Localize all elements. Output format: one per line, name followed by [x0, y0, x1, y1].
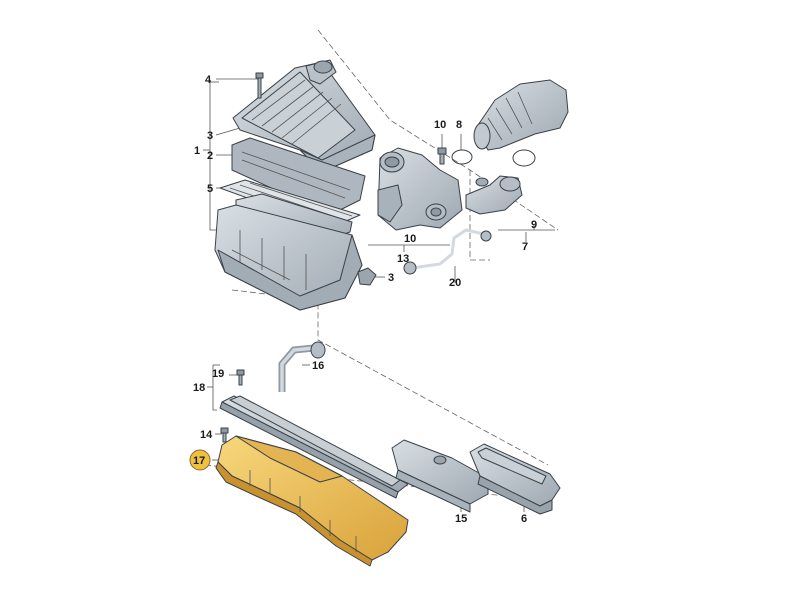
- callout-14: 14: [200, 429, 213, 441]
- callout-13: 13: [397, 253, 409, 265]
- callout-20: 20: [449, 277, 461, 289]
- callout-labels: 4 3 1 2 5 10 8 10 13 3 20 9 7 16 19 18 1…: [189, 74, 537, 525]
- hose-clamp-part-9: [512, 149, 536, 167]
- intake-hose: [473, 79, 569, 151]
- bolt-part-19: [236, 369, 245, 386]
- air-filter-lower-housing: [214, 204, 363, 311]
- hose-clamp-part-8: [451, 149, 473, 165]
- callout-5: 5: [207, 183, 213, 195]
- grommet-part-3: [357, 267, 377, 286]
- callout-10-lower: 10: [404, 233, 416, 245]
- callout-8: 8: [456, 119, 462, 131]
- callout-3-lower: 3: [388, 272, 394, 284]
- callout-1: 1: [194, 145, 200, 157]
- elbow-connector-part-7: [465, 175, 523, 215]
- callout-10-upper: 10: [434, 119, 446, 131]
- highlight-badge: 17: [189, 449, 211, 471]
- callout-15: 15: [455, 513, 467, 525]
- throttle-body-part-13: [377, 147, 463, 231]
- callout-2: 2: [207, 150, 213, 162]
- callout-17: 17: [193, 455, 205, 467]
- bolt-part-4: [255, 72, 264, 99]
- bolt-part-14: [220, 427, 229, 443]
- filter-element-part-2: [231, 137, 366, 216]
- air-filter-upper-cover: [232, 59, 376, 173]
- callout-3-upper: 3: [207, 130, 213, 142]
- hose-part-16: [278, 341, 326, 392]
- intake-snorkel-part-6: [469, 443, 561, 515]
- resonator-part-15: [391, 439, 489, 513]
- callout-6: 6: [521, 513, 527, 525]
- cover-plate-part-18: [219, 395, 409, 499]
- callout-19: 19: [212, 368, 224, 380]
- callout-16: 16: [312, 360, 324, 372]
- callout-9: 9: [531, 219, 537, 231]
- bolt-part-10: [437, 147, 447, 165]
- air-duct-part-17-highlighted: [215, 435, 409, 567]
- callout-18: 18: [193, 382, 205, 394]
- callout-7: 7: [522, 241, 528, 253]
- vacuum-pipe-part-20: [403, 228, 492, 275]
- callout-4: 4: [205, 74, 212, 86]
